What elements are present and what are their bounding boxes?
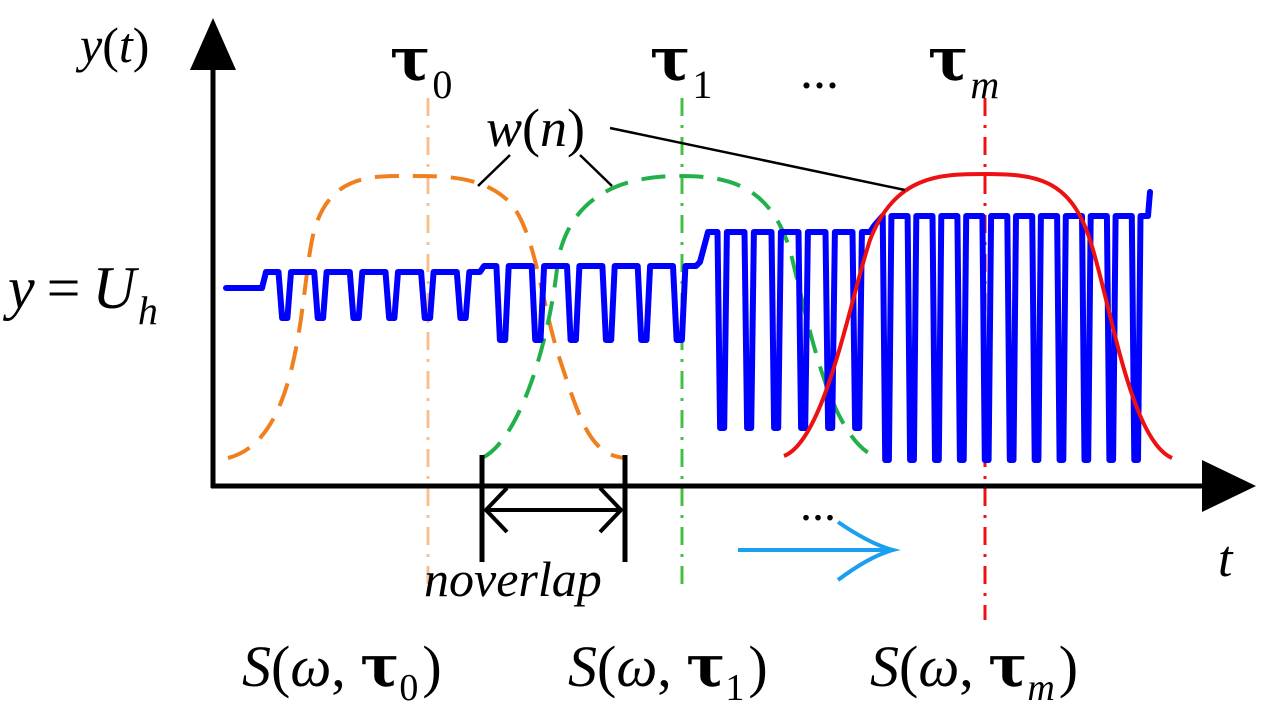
window-leader-m	[609, 126, 906, 192]
spectrum-taum-label: S(ω, τm)	[870, 632, 1078, 709]
window-leader-1	[579, 154, 613, 187]
spectrum-tau1-label: S(ω, τ1)	[568, 632, 768, 709]
y-axis-arrowhead	[190, 18, 236, 70]
tau0-label: τ0	[390, 25, 452, 107]
x-axis-label: t	[1218, 531, 1234, 588]
x-axis-arrowhead	[1202, 460, 1256, 512]
y-axis-label: y(t)	[75, 17, 149, 73]
window-label: w(n)	[486, 98, 585, 158]
tau1-label: τ1	[650, 25, 712, 107]
ellipsis-top: ...	[800, 43, 839, 100]
signal-waveform	[223, 189, 1153, 463]
window-tau1	[481, 173, 879, 460]
slide-arrow	[738, 520, 901, 582]
noverlap-bracket	[479, 455, 628, 562]
spectrum-tau0-label: S(ω, τ0)	[242, 632, 442, 709]
ellipsis-mid: ...	[800, 478, 836, 531]
window-leader-0	[477, 154, 511, 187]
taum-label: τm	[928, 25, 999, 107]
window-taum	[783, 171, 1173, 460]
noverlap-label: noverlap	[424, 551, 602, 607]
level-label: y=Uh	[2, 255, 158, 333]
window-tau0	[227, 173, 626, 460]
